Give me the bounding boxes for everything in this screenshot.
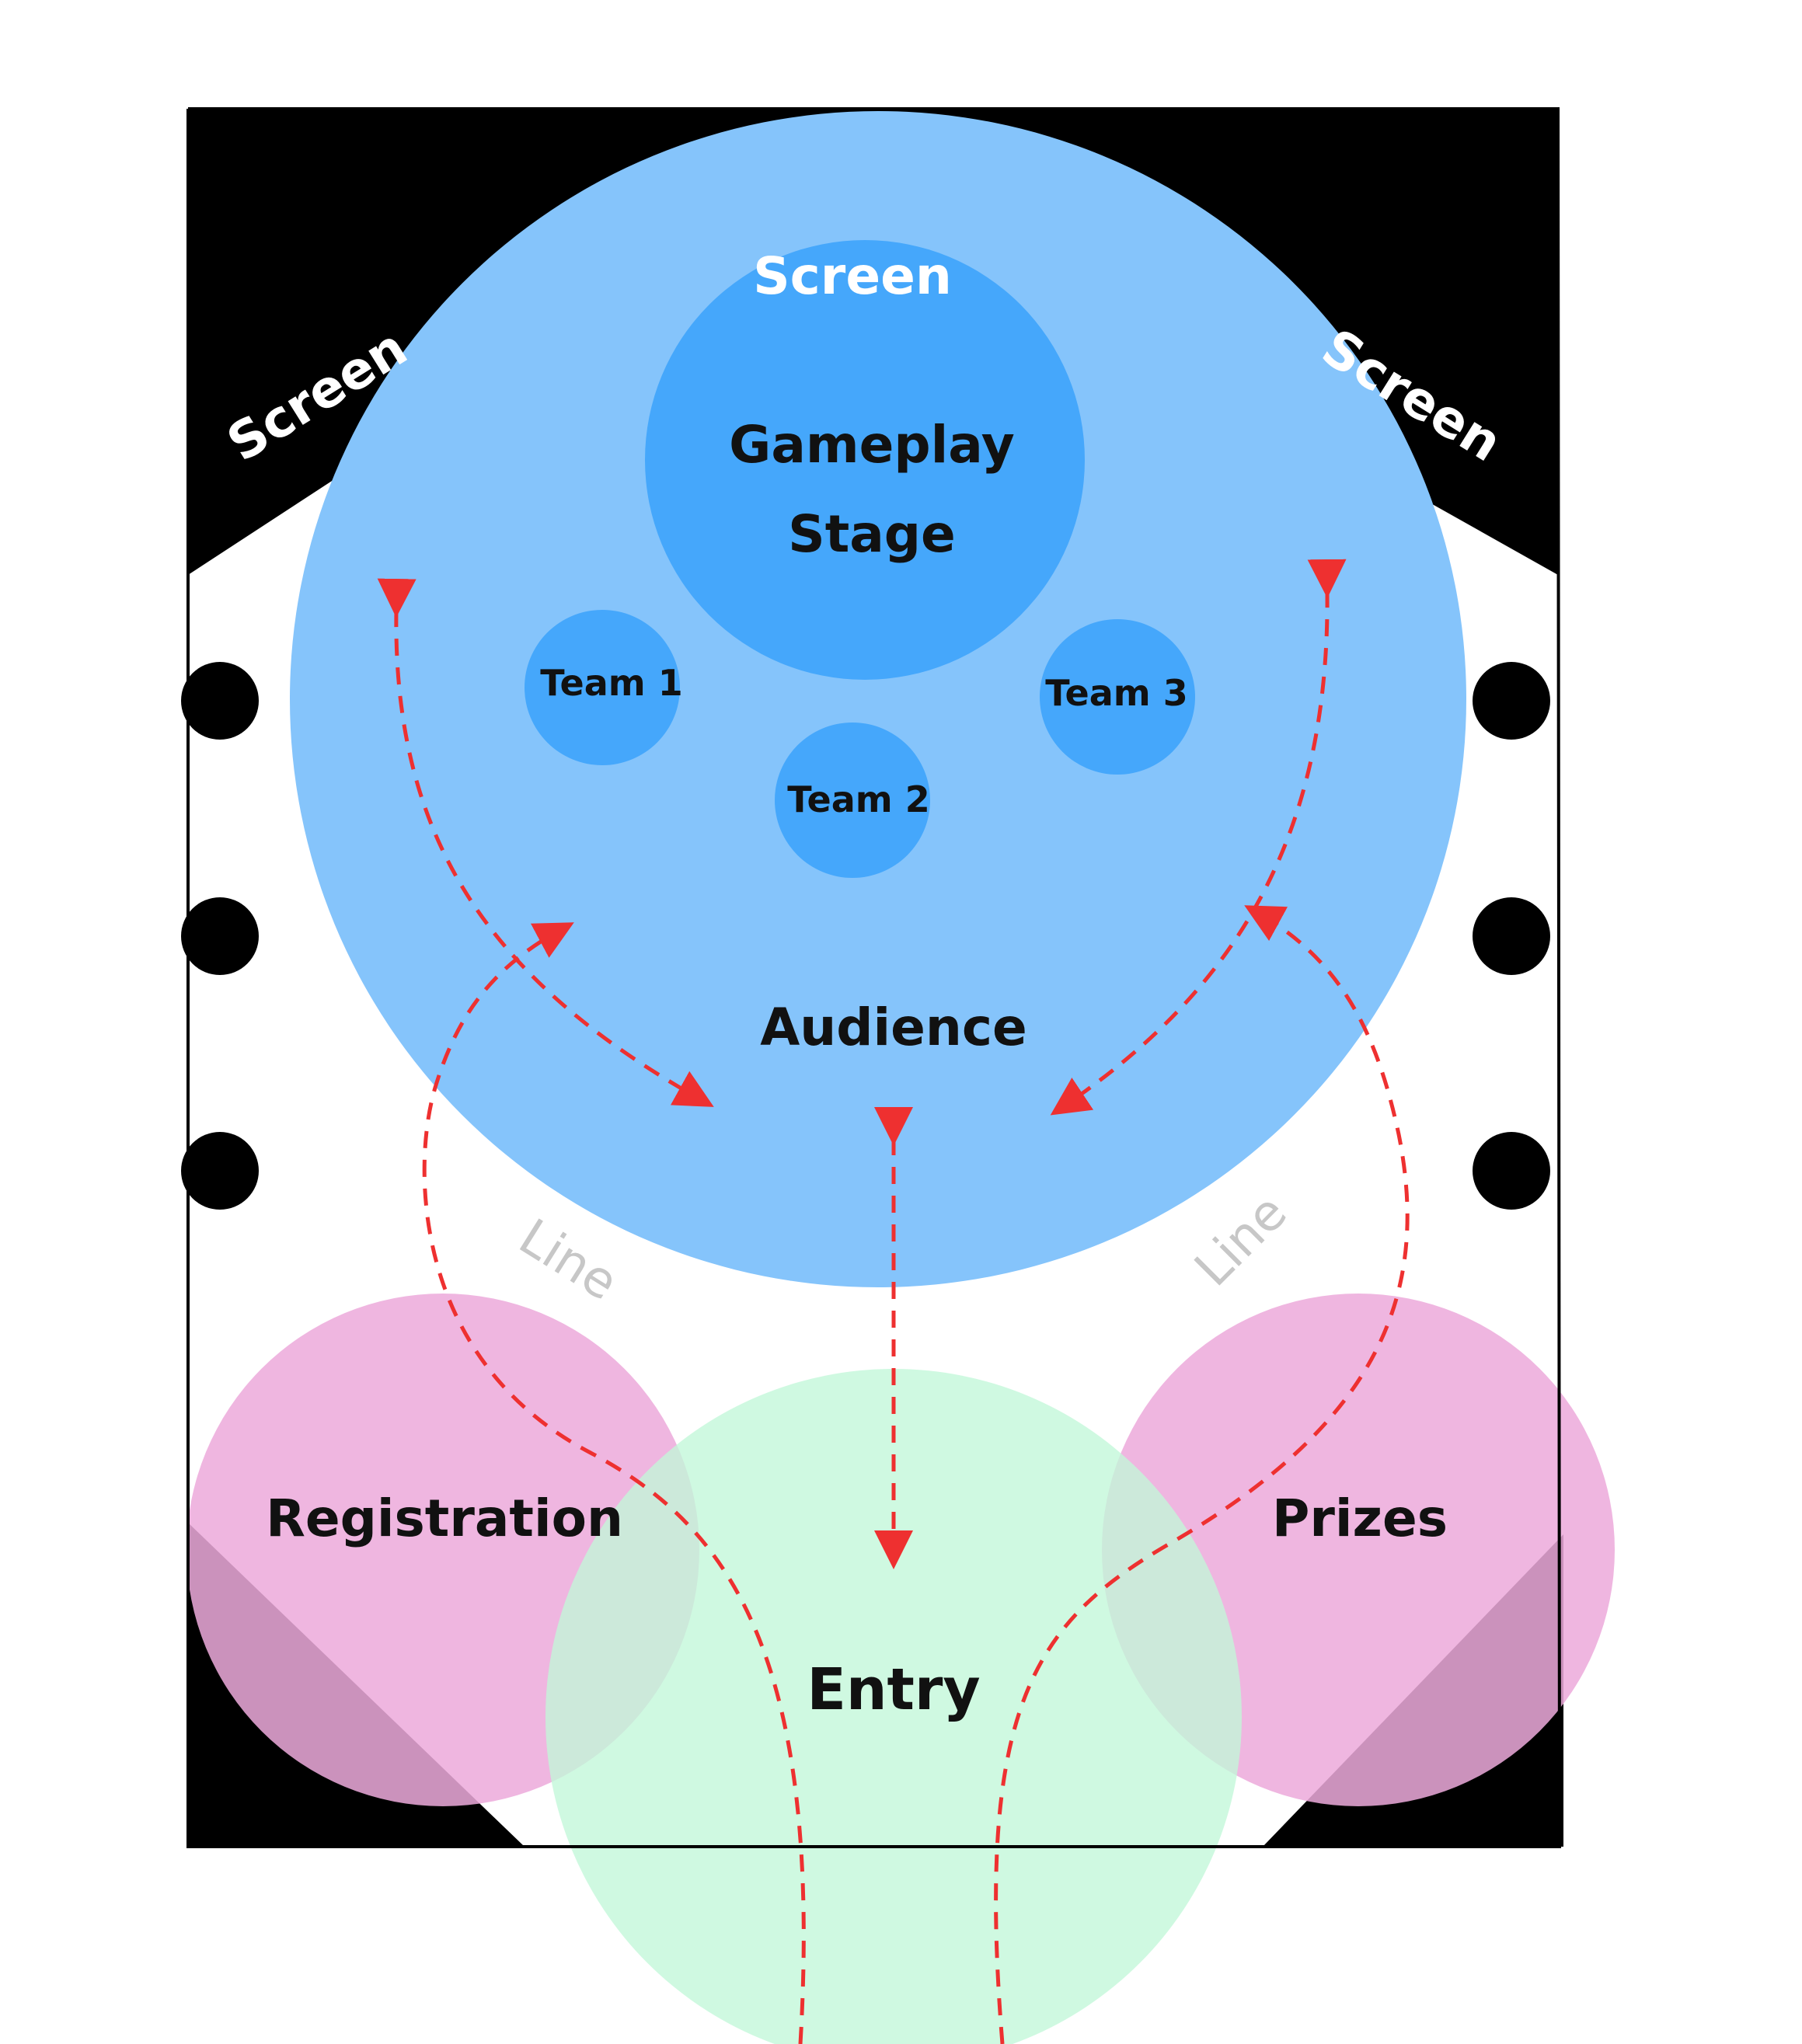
stage-label-line-2: Stage	[788, 504, 956, 564]
team-2-label: Team 2	[787, 778, 929, 820]
registration-label: Registration	[266, 1489, 623, 1548]
pillar-right-3	[1473, 1132, 1550, 1210]
pillar-left-1	[181, 662, 259, 740]
screen-label-top: Screen	[753, 246, 952, 306]
entry-zone	[545, 1369, 1242, 2044]
pillar-right-1	[1473, 662, 1550, 740]
pillar-left-2	[181, 897, 259, 975]
team-1-label: Team 1	[540, 662, 682, 704]
audience-label: Audience	[760, 998, 1027, 1057]
team-3-label: Team 3	[1045, 672, 1187, 714]
flow-arrow-left-loop	[377, 578, 714, 1107]
pillar-left-3	[181, 1132, 259, 1210]
team-2-pod	[775, 723, 930, 878]
entry-label: Entry	[807, 1656, 980, 1723]
prizes-label: Prizes	[1272, 1489, 1448, 1548]
line-label-left: Line	[509, 1208, 627, 1311]
pillar-right-2	[1473, 897, 1550, 975]
flow-arrow-entry-left	[422, 922, 806, 2044]
flow-arrow-entry-right	[994, 905, 1410, 2044]
room-wall-outline	[186, 107, 1562, 1848]
gameplay-stage	[645, 240, 1085, 680]
stage-label-line-1: Gameplay	[729, 415, 1015, 475]
line-label-right: Line	[1184, 1184, 1298, 1298]
